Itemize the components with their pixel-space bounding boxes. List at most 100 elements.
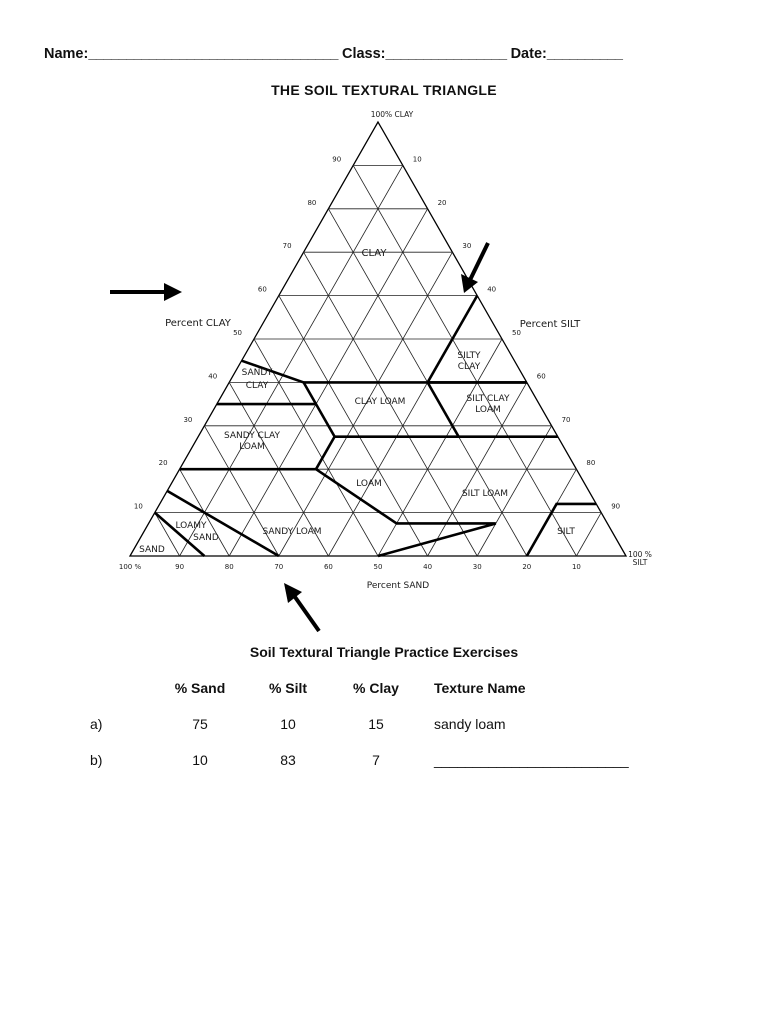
region-silt-loam: SILT LOAM (462, 489, 508, 499)
arrow-left-icon (110, 283, 182, 301)
right-axis-label: Percent SILT (520, 319, 581, 330)
grid-line (179, 165, 404, 557)
left-tick-label: 40 (208, 372, 217, 380)
bottom-tick-label: 80 (225, 563, 234, 571)
boundary-line (153, 511, 206, 557)
region-sand: SAND (139, 545, 165, 555)
region-silty-clay: SILTY (457, 351, 481, 361)
row-sand: 10 (192, 752, 208, 768)
region-loamy-sand-2: SAND (193, 533, 219, 543)
bottom-tick-label: 100 % (119, 563, 142, 571)
corner-silt-label-2: SILT (633, 558, 648, 567)
region-sandy-clay: SANDY (242, 368, 273, 378)
left-tick-label: 90 (332, 155, 341, 163)
bottom-tick-label: 10 (572, 563, 581, 571)
boundary-line (241, 359, 337, 470)
left-tick-label: 50 (233, 329, 242, 337)
name-blank[interactable]: _________________________________ (88, 46, 338, 62)
grid-line (278, 252, 453, 557)
header-sand: % Sand (174, 680, 226, 696)
date-label: Date: (510, 46, 547, 62)
bottom-tick-label: 50 (374, 563, 383, 571)
region-silt: SILT (557, 527, 575, 537)
class-blank[interactable]: ________________ (385, 46, 508, 62)
grid-line (204, 425, 280, 557)
grid-line (427, 382, 528, 557)
row-silt: 83 (280, 752, 296, 768)
grid-line (303, 252, 478, 557)
right-tick-label: 50 (512, 329, 521, 337)
date-blank[interactable]: __________ (546, 46, 623, 62)
corner-silt-label: 100 % (628, 550, 652, 559)
boundary-line (166, 489, 280, 558)
soil-textural-triangle: 100% CLAY 100 % SILT Percent CLAY Percen… (110, 110, 652, 633)
grid-line (352, 165, 577, 557)
right-tick-label: 80 (586, 459, 595, 467)
right-tick-label: 40 (487, 286, 496, 294)
right-tick-label: 30 (462, 242, 471, 250)
boundary-line (426, 381, 460, 438)
region-loamy-sand: LOAMY (175, 521, 207, 531)
name-label: Name: (44, 46, 89, 62)
page-title: THE SOIL TEXTURAL TRIANGLE (271, 82, 497, 98)
region-sandy-clay-loam: SANDY CLAY (224, 431, 281, 441)
region-silty-clay-loam: SILT CLAY (467, 394, 510, 404)
region-clay-loam: CLAY LOAM (355, 397, 406, 407)
triangle-grid (128, 120, 628, 557)
bottom-tick-label: 30 (473, 563, 482, 571)
triangle-labels: 100% CLAY 100 % SILT Percent CLAY Percen… (139, 110, 652, 591)
region-loam: LOAM (356, 479, 382, 489)
arrow-bottom-icon (284, 583, 321, 633)
row-clay: 15 (368, 716, 384, 732)
header-blank (70, 670, 156, 706)
left-tick-label: 70 (283, 242, 292, 250)
row-clay: 7 (372, 752, 380, 768)
student-info-line: Name:_________________________________ C… (44, 46, 734, 62)
bottom-tick-label: 70 (274, 563, 283, 571)
left-axis-label: Percent CLAY (165, 318, 232, 329)
row-sand: 75 (192, 716, 208, 732)
grid-line (253, 338, 379, 557)
left-tick-label: 20 (159, 459, 168, 467)
exercises-title: Soil Textural Triangle Practice Exercise… (249, 644, 519, 660)
region-sandy-clay-2: CLAY (246, 381, 269, 391)
texture-class-boundaries (153, 294, 597, 558)
row-texture-answer[interactable]: sandy loam (434, 716, 506, 732)
bottom-axis-label: Percent SAND (367, 581, 429, 591)
grid-line (154, 512, 180, 557)
row-texture-answer[interactable]: _________________________ (434, 752, 629, 768)
bottom-tick-label: 20 (522, 563, 531, 571)
arrow-upper-right-icon (461, 242, 490, 293)
grid-line (576, 512, 602, 557)
left-tick-label: 10 (134, 503, 143, 511)
axis-ticks: 90 80 70 60 50 40 30 20 10 10 20 30 40 50 60 70 80 90 100 … (119, 155, 620, 571)
right-tick-label: 20 (438, 199, 447, 207)
pointer-arrows (110, 242, 490, 633)
region-sandy-loam: SANDY LOAM (262, 527, 321, 537)
grid-line (377, 338, 503, 557)
right-tick-label: 70 (562, 416, 571, 424)
region-sandy-clay-loam-2: LOAM (239, 442, 265, 452)
table-header-row: % Sand % Silt % Clay Texture Name (70, 670, 674, 706)
right-tick-label: 90 (611, 503, 620, 511)
bottom-tick-label: 40 (423, 563, 432, 571)
left-tick-label: 60 (258, 286, 267, 294)
header-clay: % Clay (353, 680, 399, 696)
right-tick-label: 60 (537, 372, 546, 380)
class-label: Class: (341, 46, 386, 62)
left-tick-label: 30 (183, 416, 192, 424)
bottom-tick-label: 90 (175, 563, 184, 571)
table-row: a) 75 10 15 sandy loam (70, 706, 674, 742)
apex-label: 100% CLAY (371, 110, 414, 119)
row-silt: 10 (280, 716, 296, 732)
boundary-line (426, 294, 479, 384)
bottom-tick-label: 60 (324, 563, 333, 571)
header-silt: % Silt (268, 680, 308, 696)
row-letter: a) (90, 716, 103, 732)
region-clay: CLAY (362, 248, 388, 259)
grid-line (476, 425, 552, 557)
region-silty-clay-2: CLAY (458, 362, 481, 372)
exercises-table: % Sand % Silt % Clay Texture Name a) 75 … (70, 670, 674, 778)
right-tick-label: 10 (413, 155, 422, 163)
table-row: b) 10 83 7 _________________________ (70, 742, 674, 778)
